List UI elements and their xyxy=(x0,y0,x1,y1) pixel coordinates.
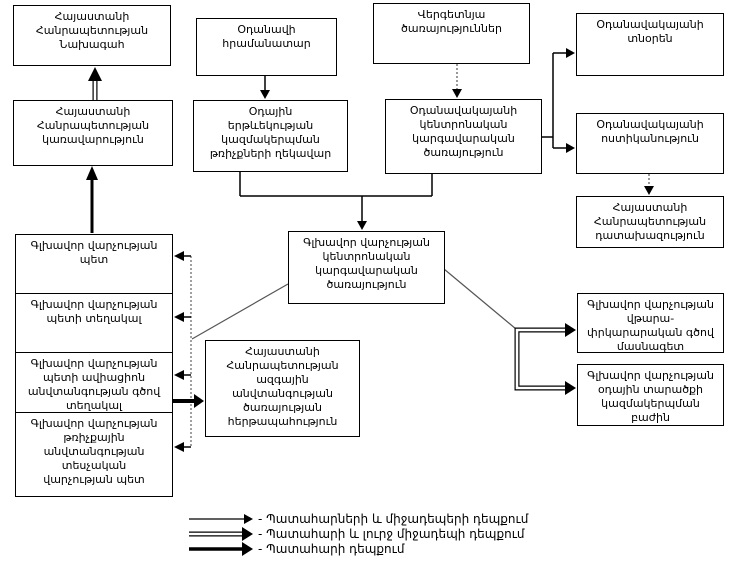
node-hq-aviation-deputy: Գլխավոր վարչության պետի ավիացիոն անվտանգ… xyxy=(15,352,173,413)
arrow-commander-to-flight-director xyxy=(260,76,270,99)
line-hq-dispatch-to-right-rail xyxy=(443,268,517,330)
node-hq-dispatch: Գլխավոր վարչության կենտրոնական կարգավարա… xyxy=(288,231,445,304)
node-aircraft-commander: Օդանավի հրամանատար xyxy=(196,18,337,76)
node-airport-director: Օդանավակայանի տնօրեն xyxy=(576,13,724,76)
arrow-government-to-president xyxy=(88,67,102,100)
legend-double-arrow xyxy=(189,527,253,541)
arrow-rail-to-left-column xyxy=(174,251,192,452)
node-hq-airspace: Գլխավոր վարչության օդային տարածքի կազմակ… xyxy=(577,364,724,426)
node-airport-dispatch: Օդանավակայանի կենտրոնական կարգավարական ծ… xyxy=(385,99,542,174)
arrow-hq-dispatch-to-rescue-and-airspace xyxy=(514,323,576,395)
node-hq-chief: Գլխավոր վարչության պետ xyxy=(15,234,173,294)
arrow-ground-services-to-airport-dispatch xyxy=(452,64,462,98)
arrow-dispatch-to-director-and-police xyxy=(542,48,575,153)
node-hq-deputy: Գլխավոր վարչության պետի տեղակալ xyxy=(15,293,173,353)
legend-thick-arrow xyxy=(189,542,253,556)
node-flight-director: Օդային երթևեկության կազմակերպման թռիչքնե… xyxy=(193,100,348,172)
line-hq-dispatch-to-left-rail xyxy=(191,283,289,340)
node-prosecutor: Հայաստանի Հանրապետության դատախազություն xyxy=(576,196,724,248)
node-hq-flight-safety: Գլխավոր վարչության թռիչքային անվտանգությ… xyxy=(15,412,173,497)
node-ground-services: Վերգետնյա ծառայություններ xyxy=(373,3,530,64)
legend-thin-arrow xyxy=(189,514,253,524)
arrow-aviation-deputy-to-nss-duty xyxy=(173,394,204,408)
node-hq-rescue: Գլխավոր վարչության վթարա- փրկարարական գծ… xyxy=(577,293,724,353)
arrow-merge-to-hq-dispatch xyxy=(239,172,433,230)
legend-label-thin: - Պատահարների և միջադեպերի դեպքում xyxy=(258,512,529,526)
arrow-hq-chief-to-government xyxy=(86,166,98,233)
node-president: Հայաստանի Հանրապետության Նախագահ xyxy=(13,5,171,66)
legend-label-thick: - Պատահարի դեպքում xyxy=(258,542,405,556)
node-airport-police: Օդանավակայանի ոստիկանություն xyxy=(576,113,724,174)
legend-label-double: - Պատահարի և լուրջ միջադեպի դեպքում xyxy=(258,527,525,541)
node-government: Հայաստանի Հանրապետության կառավարություն xyxy=(13,100,173,166)
arrow-police-to-prosecutor xyxy=(644,174,654,195)
node-nss-duty: Հայաստանի Հանրապետության ազգային անվտանգ… xyxy=(205,340,360,437)
